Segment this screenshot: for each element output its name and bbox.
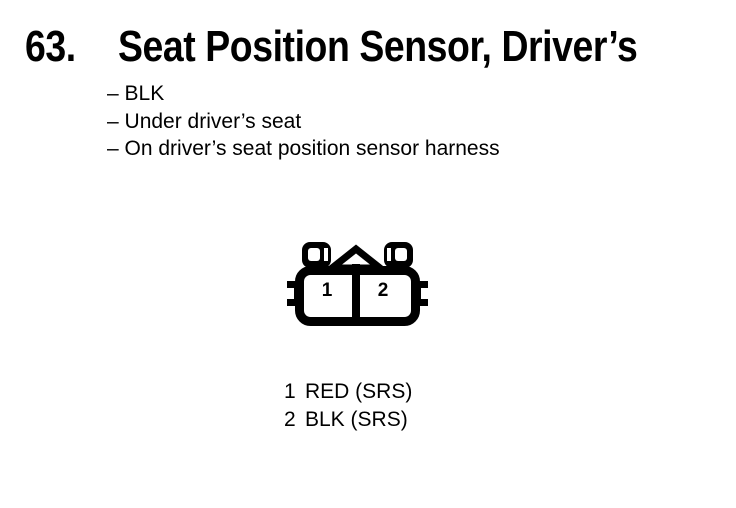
detail-item-location: – Under driver’s seat [107, 108, 500, 136]
connector-top-right-tab [384, 242, 413, 268]
detail-item-color: – BLK [107, 80, 500, 108]
detail-list: – BLK – Under driver’s seat – On driver’… [107, 80, 500, 163]
dash-bullet: – [107, 109, 119, 133]
page-title: Seat Position Sensor, Driver’s [118, 22, 638, 71]
pin-row-2: 2 BLK (SRS) [284, 406, 412, 434]
pin-row-1: 1 RED (SRS) [284, 378, 412, 406]
detail-item-label: BLK [124, 82, 165, 105]
detail-item-harness: – On driver’s seat position sensor harne… [107, 135, 500, 163]
item-number: 63. [25, 22, 76, 71]
pin-wire-label: RED (SRS) [305, 380, 413, 403]
pin-number: 1 [284, 380, 296, 403]
dash-bullet: – [107, 137, 119, 160]
detail-item-label: Under driver’s seat [124, 109, 302, 133]
connector-drawing: 1 2 [287, 242, 428, 326]
connector-top-left-tab [302, 242, 331, 268]
connector-cavity-divider [352, 264, 360, 325]
dash-bullet: – [107, 82, 119, 105]
pin-legend: 1 RED (SRS) 2 BLK (SRS) [284, 378, 412, 433]
pin-wire-label: BLK (SRS) [305, 407, 408, 431]
detail-item-label: On driver’s seat position sensor harness [124, 137, 500, 160]
pin-number: 2 [284, 407, 296, 431]
cavity-2-label: 2 [378, 280, 389, 301]
cavity-1-label: 1 [322, 280, 333, 301]
connector-diagram: 1 2 [285, 238, 430, 334]
